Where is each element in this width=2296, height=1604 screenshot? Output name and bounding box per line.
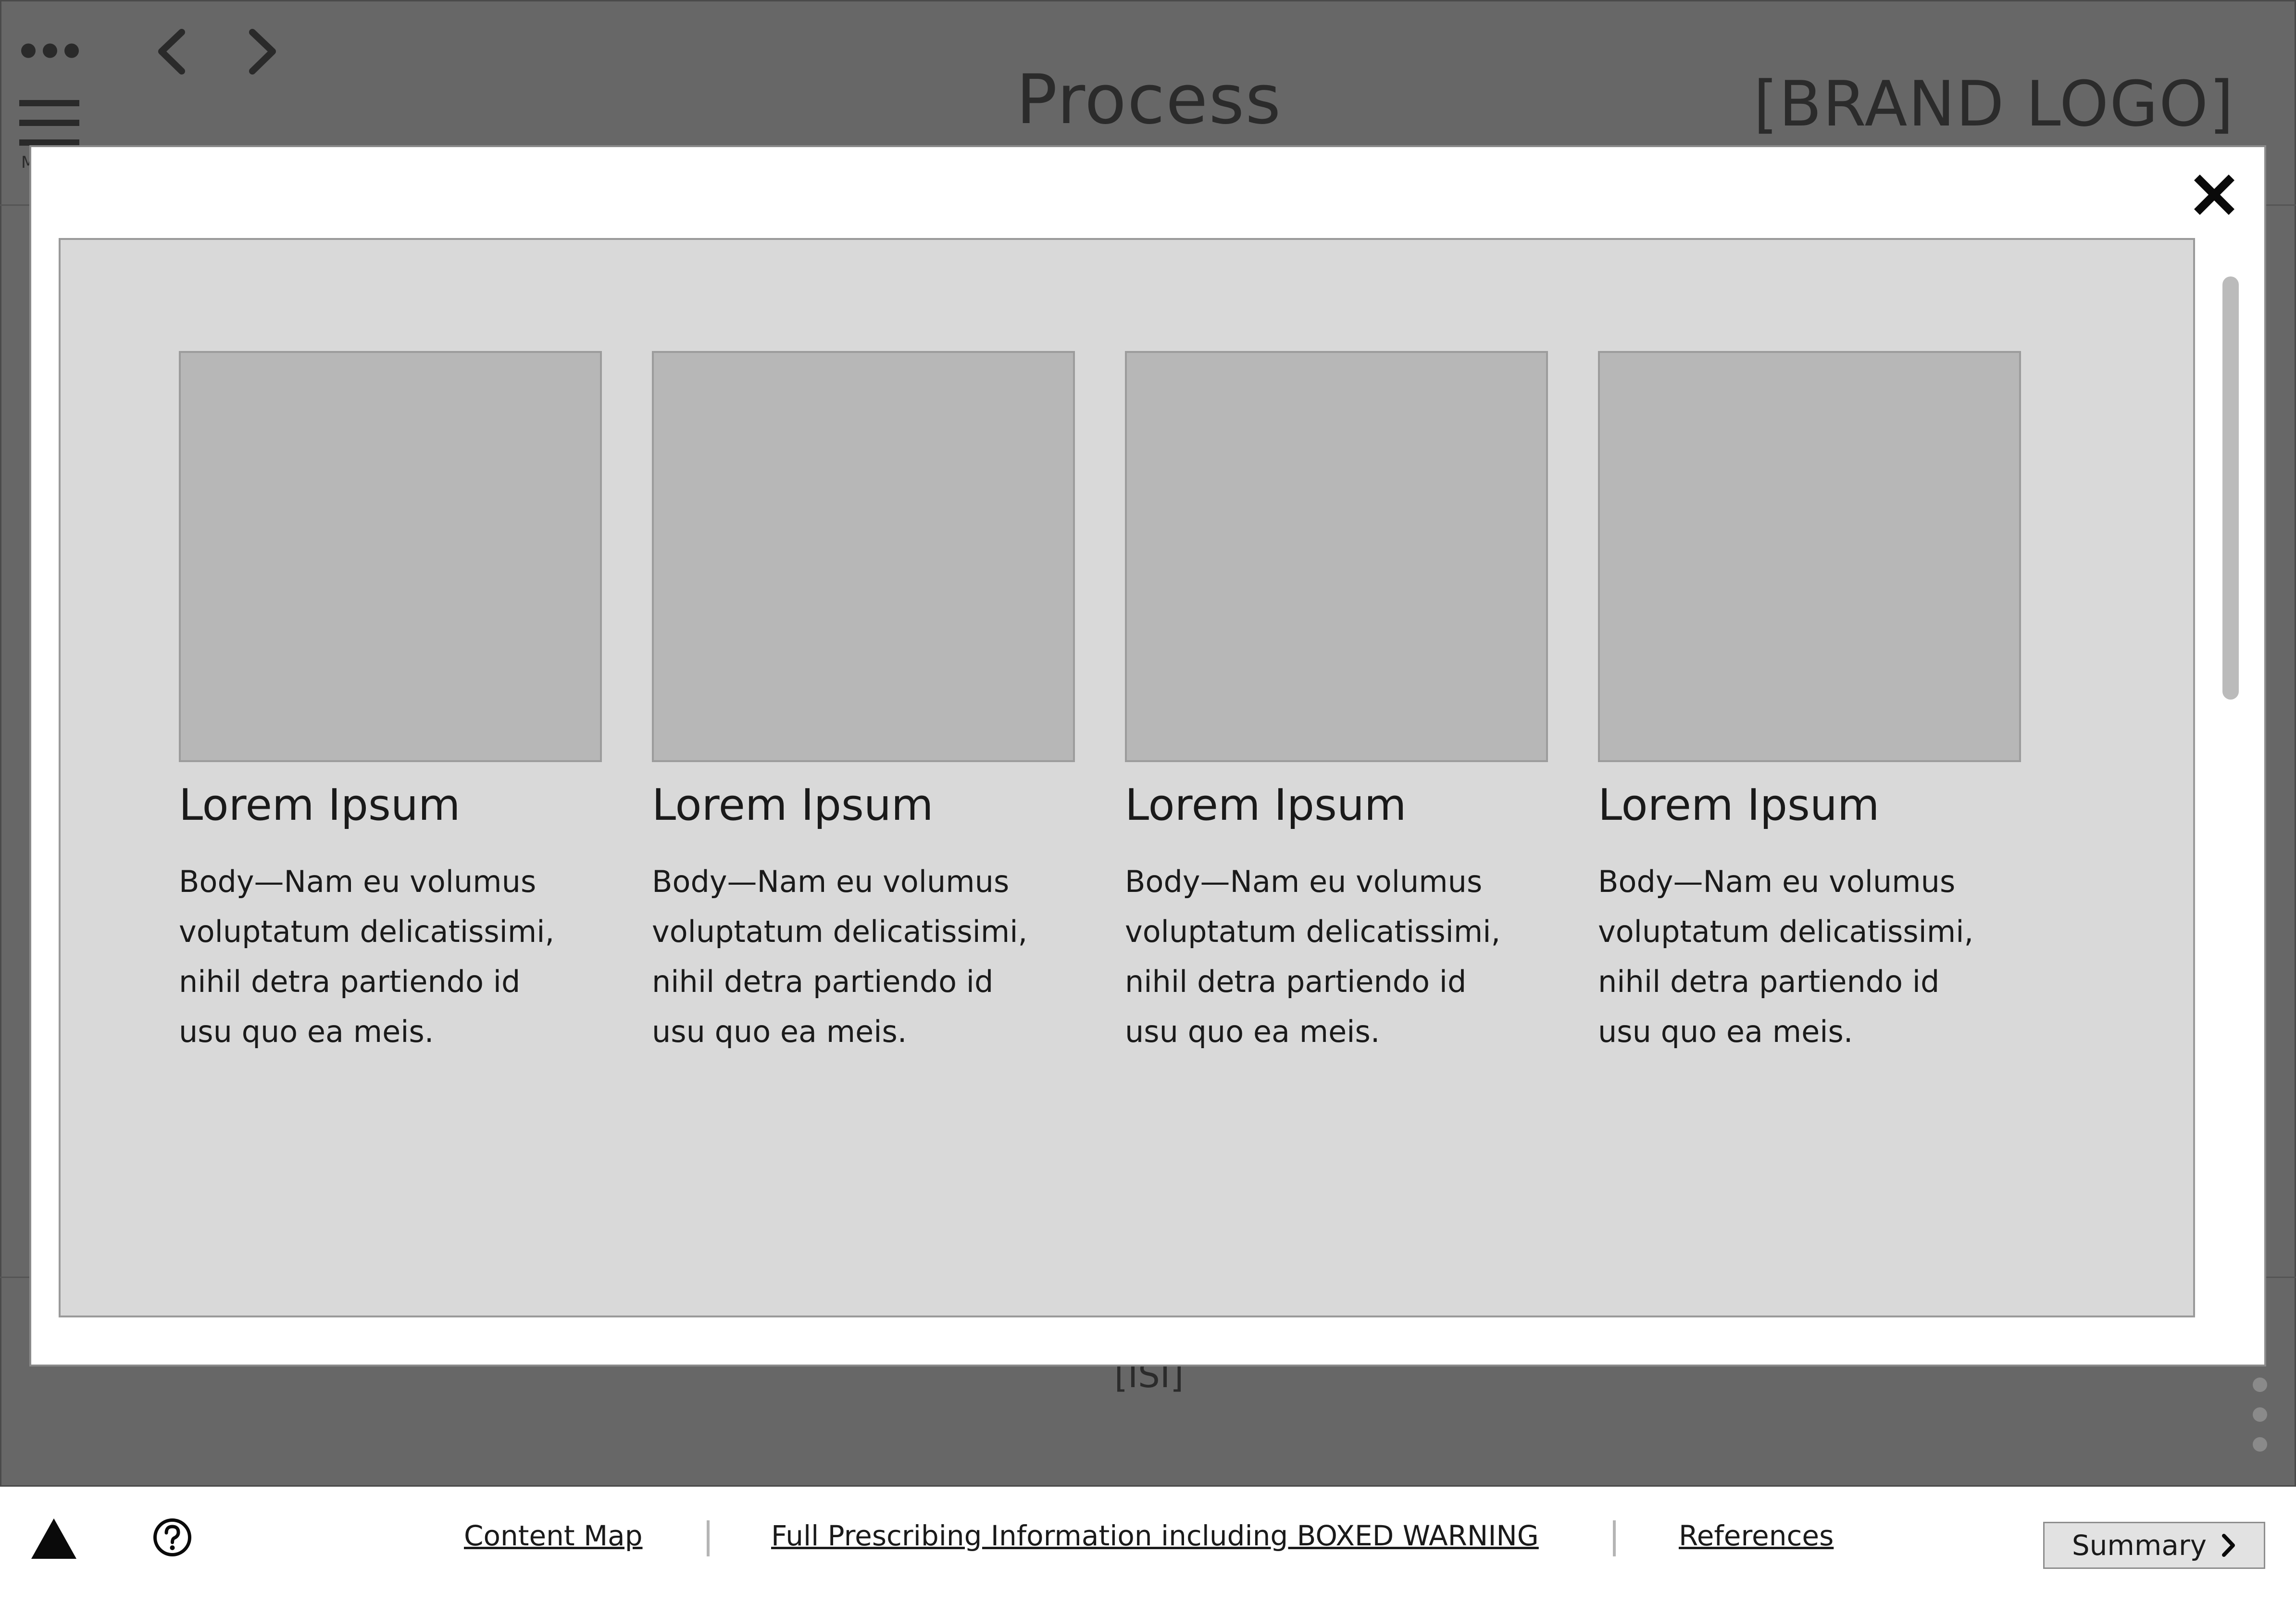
prescribing-info-link[interactable]: Full Prescribing Information including B… [771, 1519, 1539, 1552]
content-card: Lorem Ipsum Body—Nam eu volumus voluptat… [1598, 351, 2021, 1057]
content-map-link[interactable]: Content Map [464, 1519, 643, 1552]
chevron-right-icon[interactable] [243, 26, 281, 77]
card-image-placeholder [652, 351, 1075, 762]
brand-logo: [BRAND LOGO] [1753, 67, 2234, 140]
vertical-dots-icon[interactable] [2251, 1375, 2269, 1457]
link-separator [1613, 1520, 1616, 1556]
summary-button-label: Summary [2071, 1529, 2207, 1562]
content-card: Lorem Ipsum Body—Nam eu volumus voluptat… [1125, 351, 1548, 1057]
chevron-right-icon [2222, 1534, 2235, 1557]
card-title: Lorem Ipsum [1598, 780, 1880, 830]
card-body: Body—Nam eu volumus voluptatum delicatis… [179, 864, 555, 1049]
card-image-placeholder [1125, 351, 1548, 762]
references-link[interactable]: References [1679, 1519, 1834, 1552]
close-icon[interactable] [2190, 171, 2238, 219]
page-title: Process [1016, 60, 1282, 139]
card-title: Lorem Ipsum [652, 780, 934, 830]
link-separator [707, 1520, 710, 1556]
help-circle-icon[interactable] [152, 1517, 193, 1558]
card-image-placeholder [179, 351, 602, 762]
card-image-placeholder [1598, 351, 2021, 762]
summary-button[interactable]: Summary [2043, 1522, 2265, 1569]
modal-scrollbar[interactable] [2222, 276, 2239, 700]
warning-triangle-icon[interactable] [30, 1517, 78, 1560]
content-card: Lorem Ipsum Body—Nam eu volumus voluptat… [179, 351, 602, 1057]
card-body: Body—Nam eu volumus voluptatum delicatis… [652, 864, 1028, 1049]
card-title: Lorem Ipsum [179, 780, 461, 830]
hamburger-menu-icon[interactable] [19, 100, 79, 146]
card-body: Body—Nam eu volumus voluptatum delicatis… [1125, 864, 1501, 1049]
card-body: Body—Nam eu volumus voluptatum delicatis… [1598, 864, 1974, 1049]
content-card: Lorem Ipsum Body—Nam eu volumus voluptat… [652, 351, 1075, 1057]
more-dots-icon[interactable] [20, 42, 80, 59]
card-title: Lorem Ipsum [1125, 780, 1407, 830]
chevron-left-icon[interactable] [153, 26, 191, 77]
